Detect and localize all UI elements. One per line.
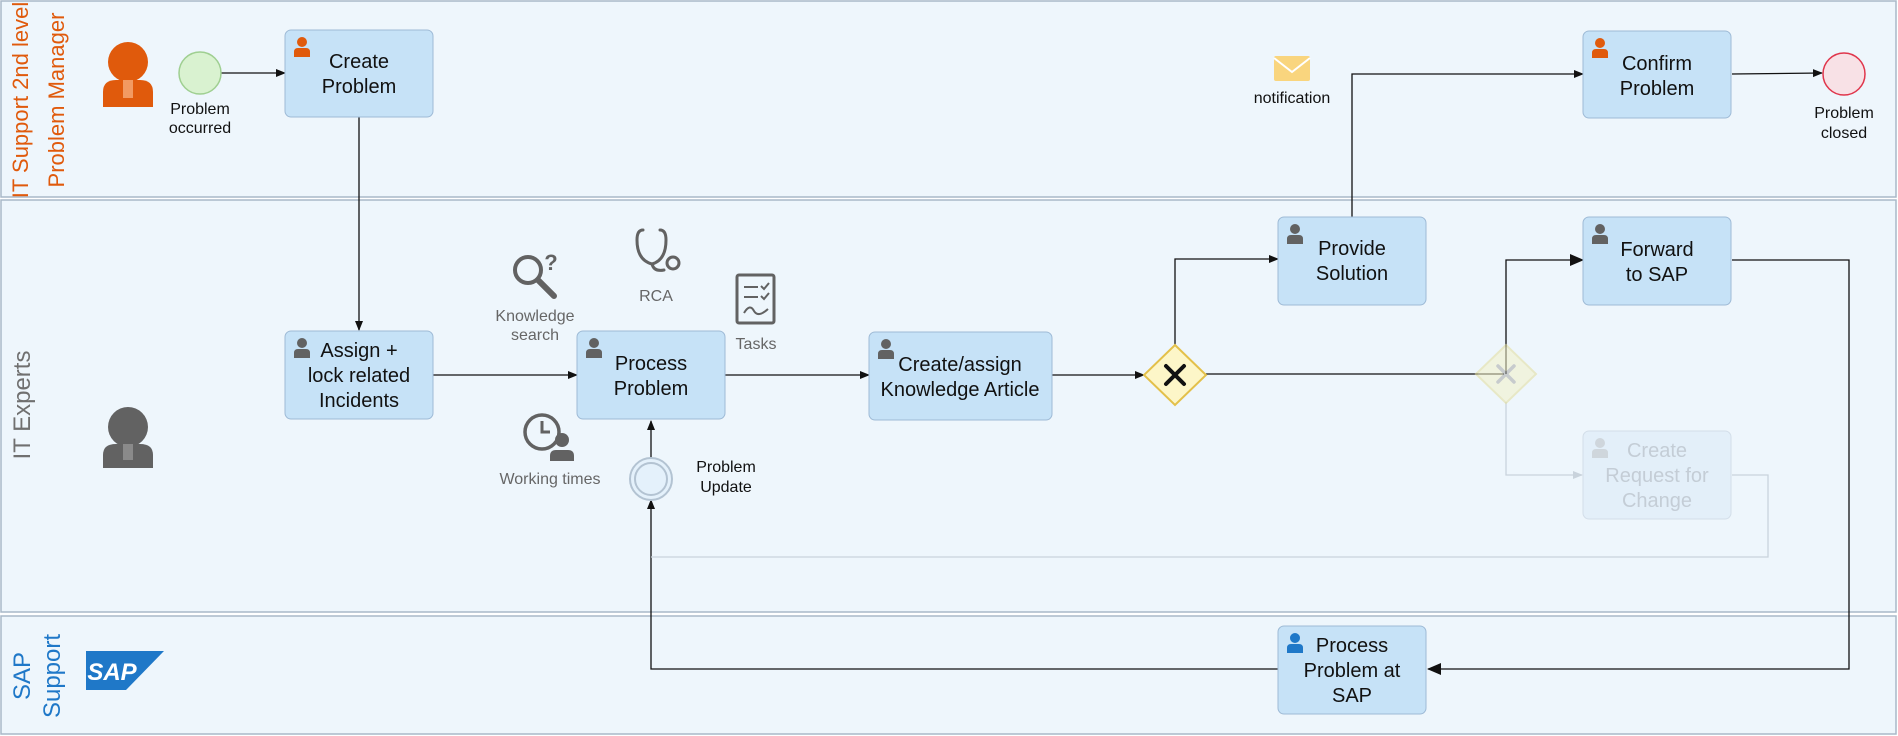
task-provide-solution[interactable]: Provide Solution (1277, 216, 1427, 306)
task-create-problem[interactable]: Create Problem (284, 29, 434, 118)
task-label: lock related (308, 365, 410, 387)
end-event (1822, 52, 1866, 96)
task-label: Create (1627, 440, 1687, 462)
task-process-problem-at-sap[interactable]: Process Problem at SAP (1277, 625, 1427, 715)
user-grey-icon (1592, 438, 1608, 458)
user-grey-icon (294, 338, 310, 358)
knowledge-search-label-line2: search (511, 327, 559, 344)
sap-logo: SAP (86, 651, 164, 690)
notification-label: notification (1254, 90, 1331, 107)
flow-confirm-to-end (1731, 69, 1823, 78)
start-event-label-line2: occurred (169, 120, 231, 137)
lane-title-problem-manager-line2: Problem Manager (44, 13, 69, 188)
lane-title-it-experts: IT Experts (9, 351, 36, 460)
task-label: Solution (1316, 263, 1388, 285)
task-label: Problem (1620, 78, 1694, 100)
task-label: Problem (614, 378, 688, 400)
task-assign-lock-incidents[interactable]: Assign + lock related Incidents (284, 330, 434, 420)
task-label: to SAP (1626, 264, 1688, 286)
task-label: Assign + (320, 340, 397, 362)
flow-solution-to-confirm (1351, 70, 1584, 218)
user-grey-icon (1287, 224, 1303, 244)
task-label: SAP (1332, 685, 1372, 707)
task-label: Problem at (1304, 660, 1401, 682)
task-label: Process (1316, 635, 1388, 657)
start-event-label-line1: Problem (170, 101, 230, 118)
flow-forward-to-sap (1427, 259, 1850, 675)
task-label: Incidents (319, 390, 399, 412)
user-orange-icon (1592, 38, 1608, 58)
flow-merge-to-forward (1505, 254, 1584, 374)
task-label: Forward (1620, 239, 1693, 261)
task-label: Confirm (1622, 53, 1692, 75)
intermediate-event-label-line2: Update (700, 479, 752, 496)
task-label: Provide (1318, 238, 1386, 260)
rca-label: RCA (639, 288, 673, 305)
user-orange-icon (294, 37, 310, 57)
task-label: Create (329, 51, 389, 73)
user-grey-icon (586, 338, 602, 358)
task-create-assign-knowledge-article[interactable]: Create/assign Knowledge Article (868, 331, 1053, 421)
task-create-request-for-change[interactable]: Create Request for Change (1582, 430, 1732, 520)
person-orange-icon (103, 42, 153, 107)
working-times-icon (523, 413, 574, 461)
exclusive-gateway (1142, 343, 1208, 407)
task-label: Change (1622, 490, 1692, 512)
checklist-icon (735, 273, 776, 325)
flow-rfc-loop-faded (651, 474, 1769, 558)
lane-sap-support (0, 615, 1897, 735)
knowledge-search-label-line1: Knowledge (495, 308, 574, 325)
intermediate-event-label-line1: Problem (696, 459, 756, 476)
sap-logo-text: SAP (87, 659, 137, 686)
tasks-label: Tasks (736, 336, 777, 353)
end-event-label-line2: closed (1821, 125, 1867, 142)
user-grey-icon (1592, 224, 1608, 244)
task-label: Create/assign (898, 354, 1021, 376)
svg-text:?: ? (544, 250, 557, 275)
user-grey-icon (878, 339, 894, 359)
task-forward-to-sap[interactable]: Forward to SAP (1582, 216, 1732, 306)
flow-gateway-to-solution (1174, 255, 1279, 345)
task-confirm-problem[interactable]: Confirm Problem (1582, 30, 1732, 119)
task-label: Request for (1605, 465, 1709, 487)
lane-title-problem-manager-line1: IT Support 2nd level (8, 2, 33, 199)
end-event-label-line1: Problem (1814, 105, 1874, 122)
person-grey-icon (103, 407, 153, 468)
task-label: Process (615, 353, 687, 375)
merge-gateway-faded (1474, 343, 1538, 405)
user-blue-icon (1287, 633, 1303, 653)
task-process-problem[interactable]: Process Problem (576, 330, 726, 420)
lane-title-sap-line2: Support (39, 634, 66, 718)
flow-merge-to-rfc-faded (1505, 402, 1583, 479)
task-label: Knowledge Article (881, 379, 1040, 401)
intermediate-event (629, 457, 673, 501)
working-times-label: Working times (499, 471, 600, 488)
knowledge-search-icon: ? (513, 250, 558, 299)
stethoscope-icon (635, 228, 681, 272)
task-label: Problem (322, 76, 396, 98)
flow-sap-to-update (647, 499, 1278, 670)
envelope-icon (1273, 56, 1311, 81)
lane-title-sap-line1: SAP (9, 652, 36, 700)
start-event (178, 51, 222, 95)
